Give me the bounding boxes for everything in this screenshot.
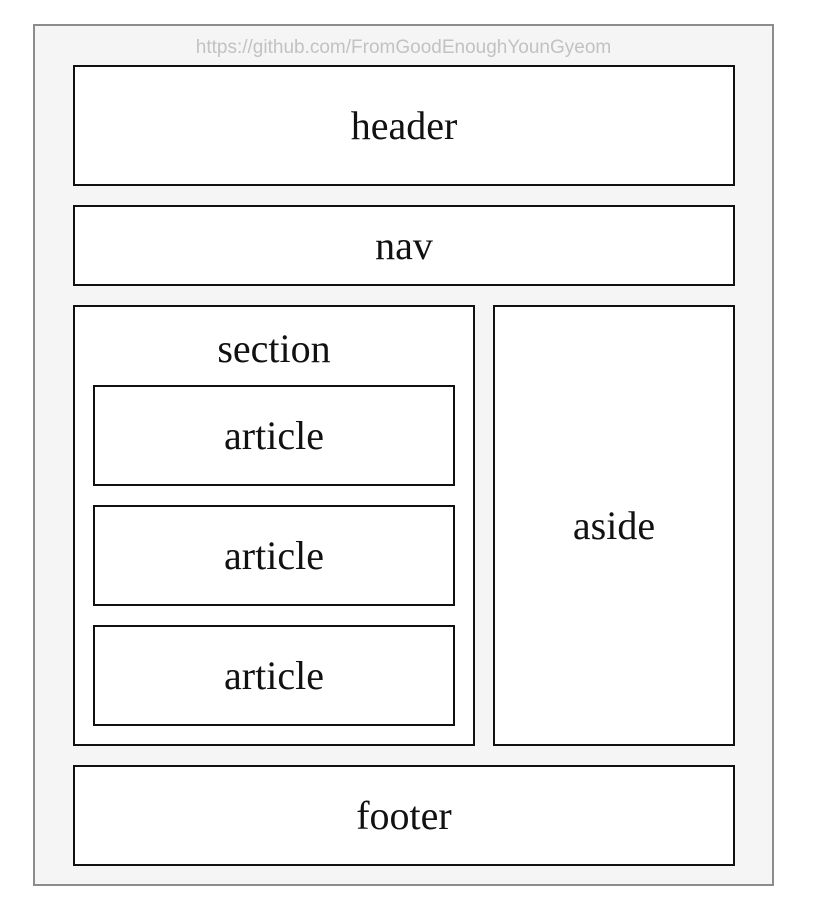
- aside-label: aside: [572, 502, 656, 548]
- footer-label: footer: [356, 792, 452, 838]
- article-box: article: [93, 505, 455, 606]
- aside-box: aside: [493, 305, 735, 746]
- article-box: article: [93, 385, 455, 486]
- article-box: article: [93, 625, 455, 726]
- section-label: section: [217, 326, 331, 371]
- header-box: header: [73, 65, 735, 186]
- layout-diagram-frame: https://github.com/FromGoodEnoughYounGye…: [33, 24, 774, 886]
- article-label: article: [224, 652, 324, 698]
- watermark-url: https://github.com/FromGoodEnoughYounGye…: [195, 37, 612, 58]
- footer-box: footer: [73, 765, 735, 866]
- nav-label: nav: [375, 222, 433, 268]
- header-label: header: [350, 102, 458, 148]
- section-box: section article article article: [73, 305, 475, 746]
- article-label: article: [224, 532, 324, 578]
- nav-box: nav: [73, 205, 735, 286]
- article-label: article: [224, 412, 324, 458]
